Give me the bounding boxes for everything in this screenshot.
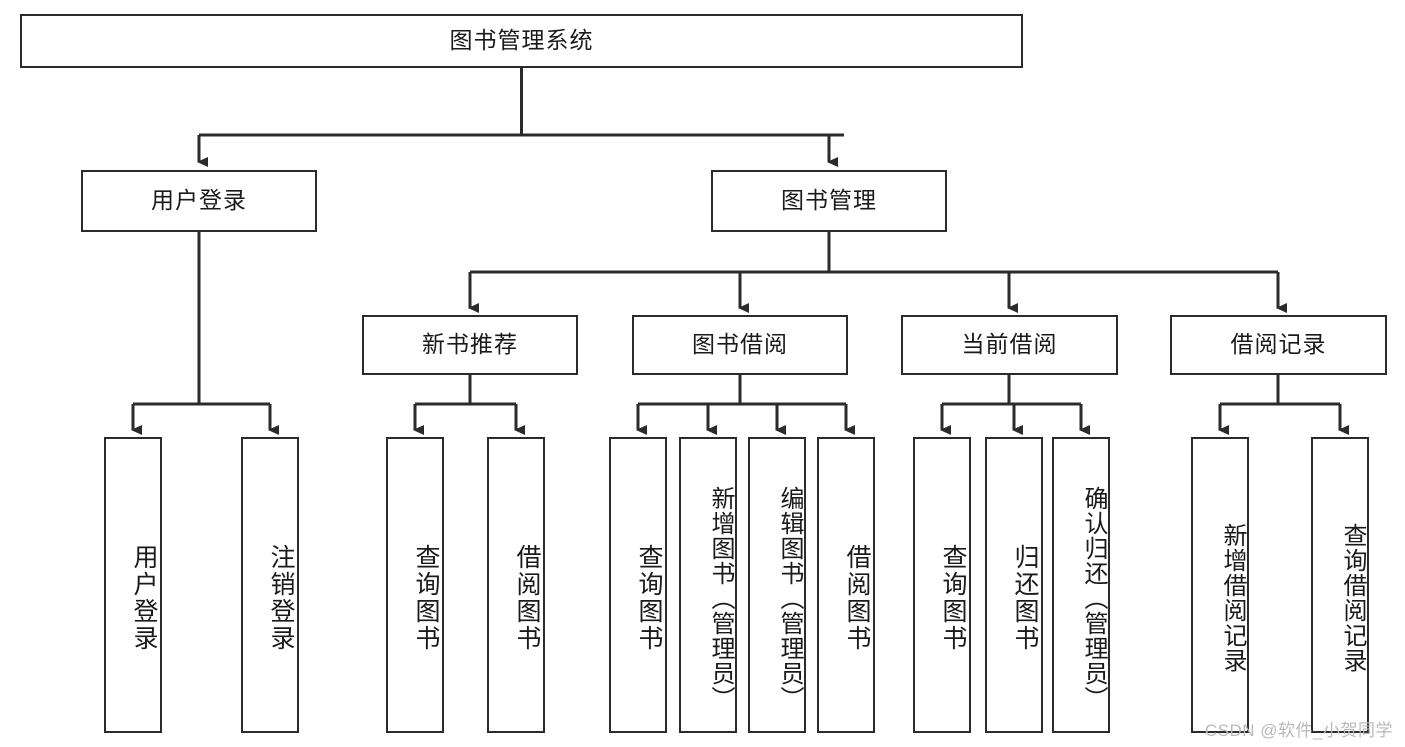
node-leaf-query-book-1-label: 查询图书	[412, 544, 440, 652]
node-leaf-edit-book-label: 编辑图书（管理员）	[776, 485, 803, 711]
node-root[interactable]: 图书管理系统	[20, 14, 1023, 68]
node-leaf-query-book-3-label: 查询图书	[939, 544, 967, 652]
node-leaf-edit-book[interactable]: 编辑图书（管理员）	[748, 437, 806, 733]
node-new-book-rec-label: 新书推荐	[422, 331, 518, 358]
node-leaf-logout[interactable]: 注销登录	[241, 437, 299, 733]
node-leaf-query-book-1[interactable]: 查询图书	[386, 437, 444, 733]
csdn-watermark: CSDN @软件_小贺同学	[1204, 721, 1393, 740]
node-leaf-query-book-2[interactable]: 查询图书	[609, 437, 667, 733]
node-leaf-borrow-book-1[interactable]: 借阅图书	[487, 437, 545, 733]
node-book-borrow[interactable]: 图书借阅	[632, 315, 848, 375]
node-leaf-borrow-book-2-label: 借阅图书	[843, 544, 871, 652]
node-leaf-user-login[interactable]: 用户登录	[104, 437, 162, 733]
node-leaf-confirm-return[interactable]: 确认归还（管理员）	[1052, 437, 1110, 733]
node-leaf-query-book-3[interactable]: 查询图书	[913, 437, 971, 733]
node-leaf-borrow-book-1-label: 借阅图书	[513, 544, 541, 652]
node-current-borrow-label: 当前借阅	[961, 331, 1058, 358]
node-leaf-add-record[interactable]: 新增借阅记录	[1191, 437, 1249, 733]
node-leaf-add-book[interactable]: 新增图书（管理员）	[679, 437, 737, 733]
node-leaf-add-book-label: 新增图书（管理员）	[707, 485, 734, 711]
node-user-login[interactable]: 用户登录	[81, 170, 317, 232]
node-leaf-logout-label: 注销登录	[267, 544, 295, 652]
node-user-login-label: 用户登录	[151, 187, 247, 214]
node-leaf-query-record-label: 查询借阅记录	[1339, 523, 1366, 673]
node-leaf-add-record-label: 新增借阅记录	[1219, 523, 1246, 673]
node-leaf-confirm-return-label: 确认归还（管理员）	[1080, 485, 1107, 711]
node-leaf-borrow-book-2[interactable]: 借阅图书	[817, 437, 875, 733]
node-root-label: 图书管理系统	[449, 27, 594, 54]
node-leaf-return-book-label: 归还图书	[1011, 544, 1039, 652]
node-borrow-record-label: 借阅记录	[1230, 331, 1327, 358]
node-leaf-user-login-label: 用户登录	[130, 544, 158, 652]
node-book-manage-label: 图书管理	[781, 187, 877, 214]
node-borrow-record[interactable]: 借阅记录	[1170, 315, 1387, 375]
node-leaf-query-book-2-label: 查询图书	[635, 544, 663, 652]
node-book-borrow-label: 图书借阅	[692, 331, 788, 358]
node-new-book-rec[interactable]: 新书推荐	[362, 315, 578, 375]
node-book-manage[interactable]: 图书管理	[711, 170, 947, 232]
node-leaf-query-record[interactable]: 查询借阅记录	[1311, 437, 1369, 733]
node-current-borrow[interactable]: 当前借阅	[901, 315, 1118, 375]
node-leaf-return-book[interactable]: 归还图书	[985, 437, 1043, 733]
